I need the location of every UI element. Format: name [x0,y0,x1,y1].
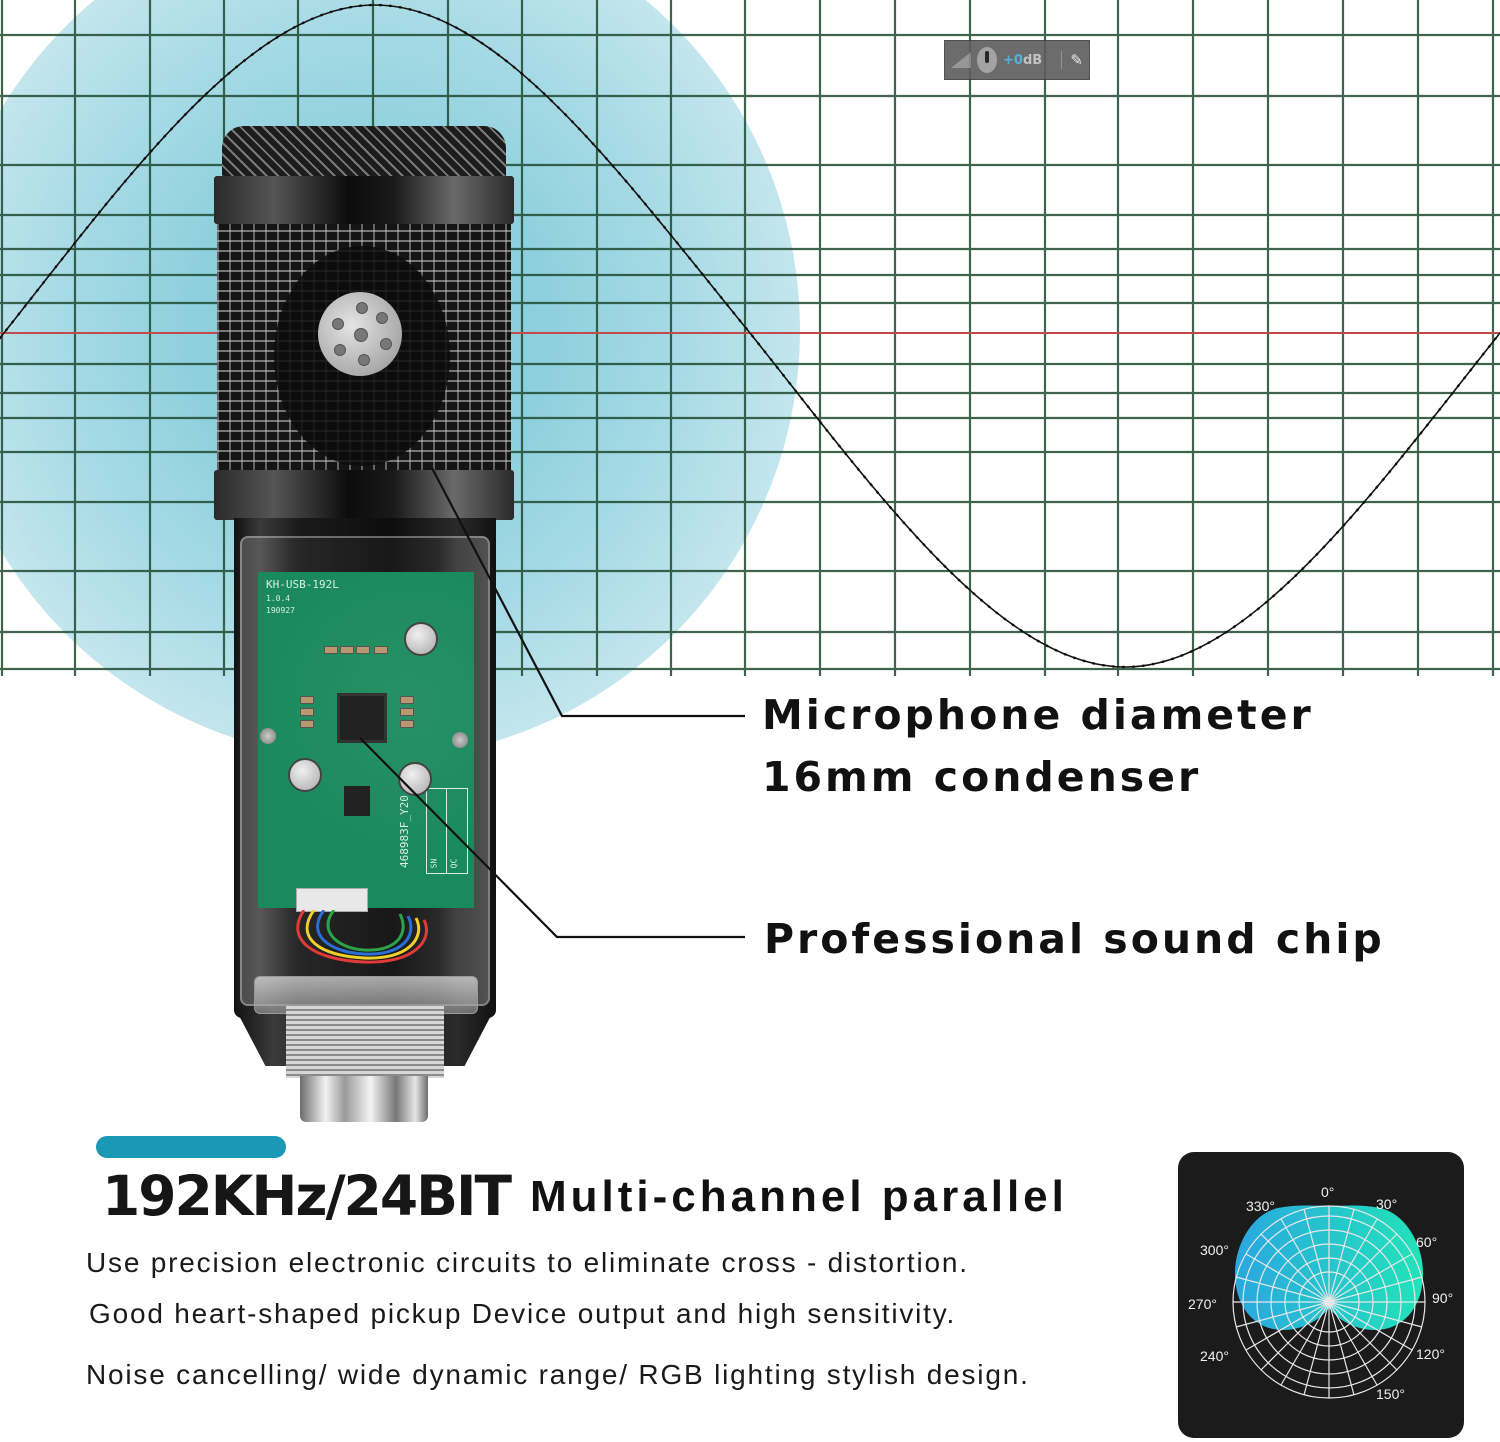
cardioid-polar-chart [1232,1205,1426,1399]
wire-connector [296,888,368,912]
sound-chip [340,696,384,740]
mount-thread [286,1006,444,1078]
polar-pattern-card: 0° 30° 60° 90° 120° 150° 240° 270° 300° … [1178,1152,1464,1438]
callout-line-chip [359,737,745,939]
angle-label-0: 0° [1321,1184,1335,1200]
angle-label-120: 120° [1416,1346,1445,1362]
gain-toolbar: +0dB ✎ [944,40,1090,80]
mic-ring-bottom [214,470,514,520]
microphone-illustration: KH-USB-192L 1.0.4 190927 468983F_Y20 SN … [214,126,514,1126]
volume-ramp-icon [951,52,971,68]
feature-line: Use precision electronic circuits to eli… [86,1247,969,1278]
angle-label-60: 60° [1416,1234,1438,1250]
accent-bar [96,1136,286,1158]
secondary-chip [344,786,370,816]
angle-label-30: 30° [1376,1196,1398,1212]
callout-sound-chip-text: Professional sound chip [764,915,1385,963]
angle-label-300: 300° [1200,1242,1229,1258]
angle-label-240: 240° [1200,1348,1229,1364]
screw [260,728,276,744]
angle-label-150: 150° [1376,1386,1405,1402]
pcb-date: 190927 [266,606,295,615]
screw [452,732,468,748]
condenser-capsule [318,292,402,376]
spec-subheadline: Multi-channel parallel [530,1172,1068,1221]
pcb-version: 1.0.4 [266,594,291,603]
capacitor [288,758,322,792]
spec-headline: 192KHz/24BIT [102,1164,512,1228]
circuit-board: KH-USB-192L 1.0.4 190927 468983F_Y20 SN … [258,572,474,908]
oscilloscope-grid [0,0,1500,676]
gain-value: +0dB [1003,52,1043,68]
gain-knob-icon[interactable] [977,47,997,73]
callout-lines [359,467,745,939]
angle-label-330: 330° [1246,1198,1275,1214]
callout-sound-chip: Professional sound chip [764,910,1385,968]
angle-label-270: 270° [1188,1296,1217,1312]
internal-wires [296,910,428,964]
callout-mic-diameter-line2: 16mm condenser [762,753,1202,801]
angle-label-90: 90° [1432,1290,1454,1306]
mic-grille-top [222,126,506,182]
pcb-model: KH-USB-192L [266,578,339,591]
polar-grid [1232,1205,1426,1399]
capacitor [404,622,438,656]
sn-qc-box: SN QC [426,788,468,874]
pin-icon[interactable]: ✎ [1061,51,1083,69]
grid-lines [0,0,1500,676]
callout-mic-diameter-line1: Microphone diameter [762,691,1314,739]
feature-line: Noise cancelling/ wide dynamic range/ RG… [86,1359,1030,1390]
callout-mic-diameter: Microphone diameter 16mm condenser [762,684,1314,808]
callout-line-capsule [431,467,745,718]
mic-ring-top [214,176,514,224]
xlr-connector [300,1076,428,1122]
feature-line: Good heart-shaped pickup Device output a… [89,1298,957,1329]
